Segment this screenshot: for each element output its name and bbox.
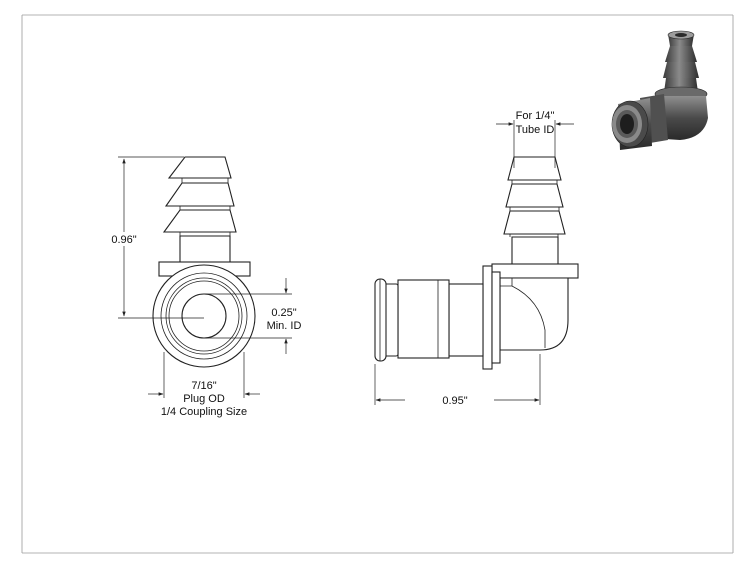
- od-dimension: [148, 352, 260, 398]
- side-view-elbow-body: [499, 277, 569, 351]
- height-dimension: [118, 156, 184, 317]
- length-dimension: [374, 354, 541, 405]
- id-dimension: [204, 278, 292, 354]
- side-view-oring: [374, 278, 387, 362]
- elbow-coupling-3d-render-icon: [611, 30, 708, 150]
- side-view-flange: [491, 263, 579, 279]
- side-view-plate: [482, 265, 493, 370]
- length-dimension-label: 0.95": [442, 395, 467, 407]
- tube-id-dimension: [496, 120, 574, 168]
- side-view-barb-stem: [503, 156, 566, 265]
- side-view: [374, 156, 579, 370]
- od-dimension-label-2: Plug OD: [183, 393, 225, 405]
- side-view-plug-shaft: [397, 279, 450, 359]
- front-view-barb-stem: [162, 156, 237, 263]
- drawing-border: [21, 14, 734, 554]
- front-view: [118, 156, 256, 368]
- tube-id-label-2: Tube ID: [516, 124, 555, 136]
- id-dimension-label-1: 0.25": [271, 307, 296, 319]
- side-view-plug-body: [448, 283, 484, 357]
- tube-id-label-1: For 1/4": [516, 110, 555, 122]
- id-dimension-label-2: Min. ID: [267, 320, 302, 332]
- od-dimension-label-3: 1/4 Coupling Size: [161, 406, 247, 418]
- height-dimension-label: 0.96": [111, 234, 136, 246]
- od-dimension-label-1: 7/16": [191, 380, 216, 392]
- front-view-rings: [152, 264, 256, 368]
